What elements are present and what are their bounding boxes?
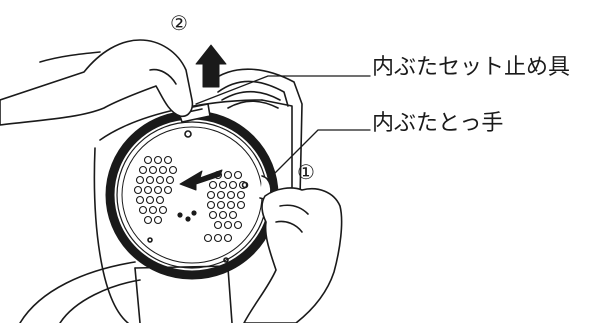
inner-lid-plate [122,127,262,263]
leader-inner-lid-handle [268,130,370,180]
step-marker-1: ① [297,162,315,182]
arrow-up-icon [196,45,226,87]
label-inner-lid-handle: 内ぶたとっ手 [372,113,503,135]
inner-lid [110,115,274,275]
label-inner-lid-set-stopper: 内ぶたセット止め具 [372,57,570,79]
step-marker-2: ② [170,13,188,33]
